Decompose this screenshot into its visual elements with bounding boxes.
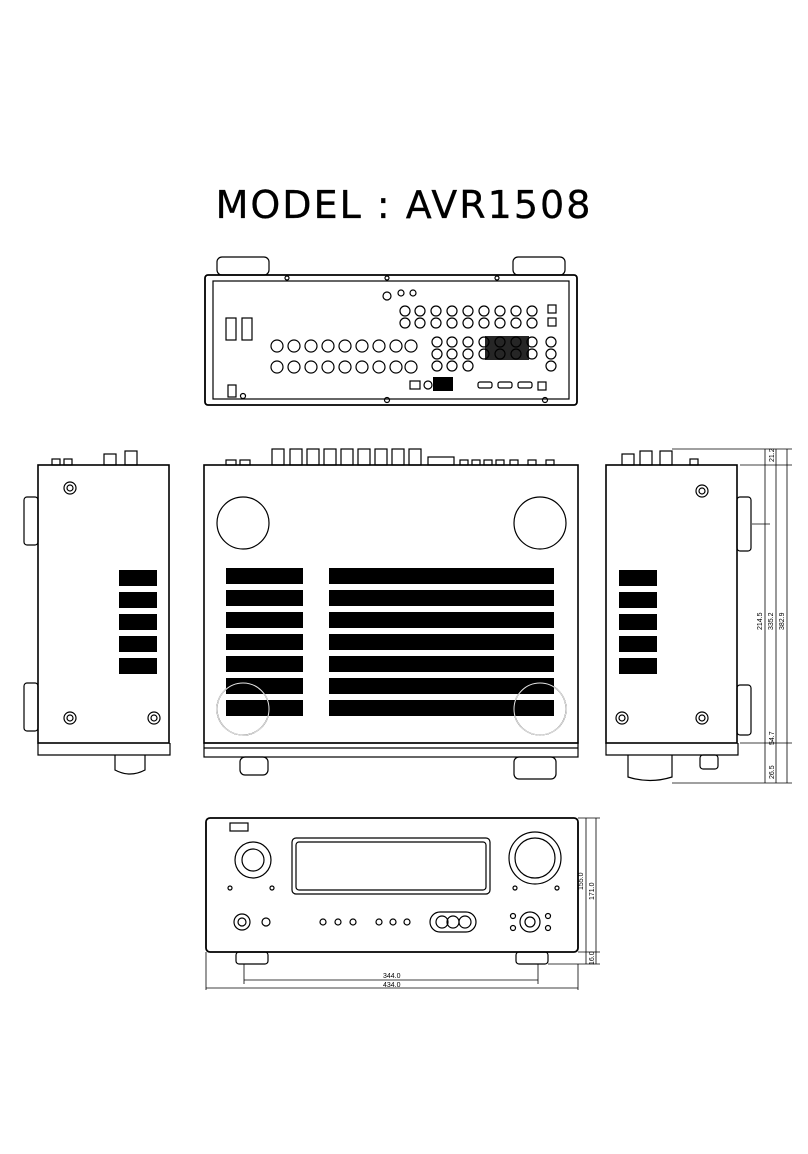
side-dimension-lines bbox=[672, 448, 792, 784]
dim-front-foot: 16.0 bbox=[589, 951, 596, 965]
dim-front-total-height: 171.0 bbox=[589, 882, 596, 900]
dim-front-total-width: 434.0 bbox=[383, 982, 401, 989]
dim-side-total: 382.9 bbox=[779, 612, 786, 630]
dim-side-lower: 54.7 bbox=[769, 731, 776, 745]
rear-view bbox=[204, 256, 578, 406]
front-panel bbox=[205, 817, 579, 953]
dim-side-inner: 214.5 bbox=[757, 612, 764, 630]
front-view bbox=[205, 817, 579, 965]
speaker-terminals bbox=[270, 339, 418, 374]
rear-foot-left bbox=[216, 256, 270, 276]
dim-side-foot: 26.5 bbox=[769, 765, 776, 779]
rear-chassis bbox=[204, 274, 578, 406]
dim-side-top: 21.2 bbox=[769, 448, 776, 462]
dim-front-inner-width: 344.0 bbox=[383, 973, 401, 980]
top-vents bbox=[226, 568, 554, 716]
front-display bbox=[291, 837, 491, 895]
rear-panel bbox=[212, 280, 570, 400]
left-side-vents bbox=[119, 570, 157, 674]
right-side-vents bbox=[619, 570, 657, 674]
dim-front-height: 155.0 bbox=[578, 872, 585, 890]
dim-side-mid: 335.2 bbox=[768, 612, 775, 630]
front-dimension-lines bbox=[205, 817, 600, 990]
rear-foot-right bbox=[512, 256, 566, 276]
page-title: MODEL : AVR1508 bbox=[215, 183, 593, 227]
right-side-view bbox=[605, 450, 752, 782]
rca-jacks bbox=[382, 289, 557, 372]
left-side-view bbox=[23, 450, 171, 775]
